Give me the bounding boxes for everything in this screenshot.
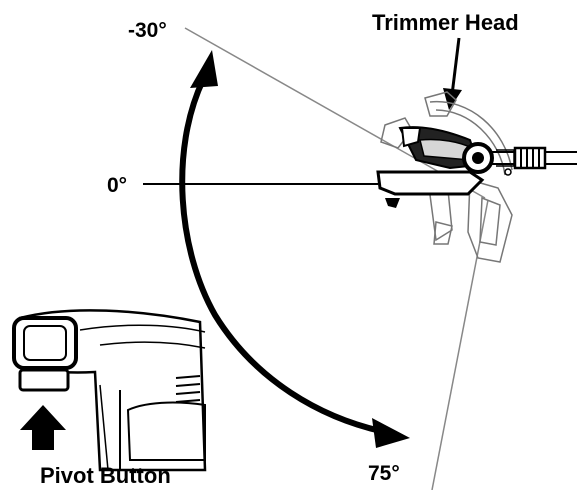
trimmer-head-75 [429,179,513,263]
rotation-arrowhead-bottom [372,418,410,448]
trimmer-head-label: Trimmer Head [372,10,519,35]
angle-label-minus-30: -30° [128,19,167,42]
rotation-arc [179,78,386,435]
angle-label-0: 0° [107,174,128,197]
pivot-button-cap [12,316,78,370]
pointer-arrow [443,37,462,110]
angle-label-75: 75° [368,462,400,485]
guide-line-75 [431,199,489,490]
guide-line-minus-30 [184,27,486,199]
trimmer-head-0 [376,126,577,208]
rotation-arrow [179,50,410,448]
pivot-handle [12,309,207,472]
pivot-arrow [20,405,66,450]
pivot-button-label: Pivot Button [40,463,171,488]
rotation-arrowhead-top [190,50,218,88]
